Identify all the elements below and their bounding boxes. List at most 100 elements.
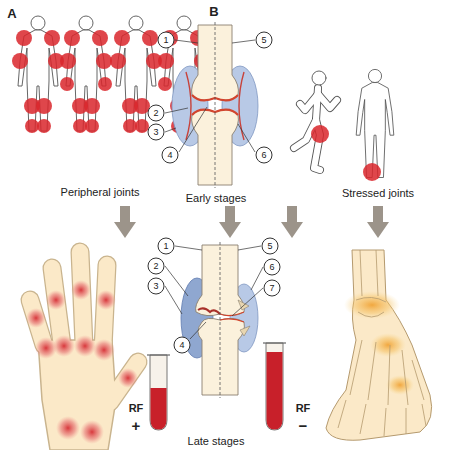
peripheral-figures-part-part: [60, 30, 112, 133]
foot-illustration-part: [326, 250, 432, 440]
callout-number: 4: [174, 337, 191, 354]
hand-illustration: [26, 252, 138, 450]
runner-figure-part: [312, 71, 326, 85]
leader-lines-part: [179, 107, 207, 152]
callout-number: 5: [262, 238, 279, 255]
block-arrows-part: [281, 206, 303, 238]
early-joint-part: [186, 72, 191, 140]
caption-text: Late stages: [188, 435, 245, 447]
foot-illustration-part-part: [338, 400, 346, 428]
callout-number: 6: [256, 147, 273, 164]
late-joint-part: [198, 308, 220, 314]
peripheral-figures-part-part-part: [123, 119, 137, 133]
hand-illustration-part: [26, 280, 138, 444]
peripheral-figures-part-part-part: [98, 77, 112, 91]
runner-figure-part-part: [318, 94, 337, 108]
hand-illustration-part-part: [93, 339, 115, 361]
hand-illustration-part-part: [46, 290, 66, 310]
test-tube-part: [151, 388, 167, 430]
runner-figure-part-part: [300, 94, 318, 110]
leader-lines-part: [238, 246, 261, 250]
foot-illustration-part-part: [386, 375, 414, 395]
hand-illustration-part-part: [96, 290, 116, 310]
test-result: +: [132, 418, 141, 435]
runner-figure-part: [294, 88, 337, 170]
callout-number: 1: [158, 32, 175, 49]
hand-illustration-part-part: [74, 335, 96, 357]
late-joint-part: [220, 319, 244, 322]
foot-illustration-part-part: [350, 340, 362, 395]
runner-figure-part: [311, 125, 329, 143]
peripheral-figures-part-part-part: [92, 30, 108, 46]
test-tube: [263, 343, 286, 430]
peripheral-figures-part-part-part: [37, 119, 51, 133]
leader-lines-part: [165, 128, 176, 132]
callout-number: 4: [162, 147, 179, 164]
foot-illustration-part-part: [388, 345, 390, 405]
test-label: RF: [129, 402, 144, 414]
leader-lines-part: [165, 286, 182, 314]
leader-lines-part: [175, 246, 202, 250]
caption-text: Stressed joints: [342, 187, 414, 199]
hand-illustration-part-part: [71, 280, 91, 300]
standing-figure-part: [356, 69, 394, 177]
peripheral-figures-part-part-part: [73, 119, 87, 133]
early-joint: [172, 22, 258, 188]
leader-lines-part: [251, 267, 263, 290]
callout-number: 2: [148, 105, 165, 122]
foot-illustration-part-part: [368, 342, 376, 400]
peripheral-figures-part-part-part: [110, 53, 126, 69]
peripheral-figures-part-part-part: [60, 77, 74, 91]
peripheral-figures-part-part-part: [158, 77, 172, 91]
caption-text: Peripheral joints: [61, 186, 140, 198]
block-arrows-part: [219, 206, 241, 238]
foot-illustration-part: [338, 250, 426, 436]
test-tube-part: [263, 342, 286, 343]
hand-illustration-part-part: [118, 368, 138, 388]
hand-illustration-part-part: [110, 362, 138, 402]
late-joint-part: [220, 242, 221, 398]
foot-illustration-part-part: [344, 291, 400, 319]
callout-number: 5: [256, 32, 273, 49]
callout-number: 2: [148, 258, 165, 275]
hand-illustration-part-part: [80, 420, 104, 444]
early-joint-part: [215, 22, 216, 188]
test-result: −: [299, 418, 308, 435]
peripheral-figures-part-part-part: [85, 119, 99, 133]
foot-illustration-part: [344, 291, 414, 395]
foot-illustration-part-part: [360, 404, 366, 434]
test-tube-part: [267, 352, 283, 430]
panel-letter: A: [7, 7, 16, 21]
peripheral-figures-part-part-part: [12, 53, 28, 69]
late-joint-part: [196, 245, 245, 316]
test-tube-part: [266, 343, 283, 430]
callout-number: 3: [148, 278, 165, 295]
panel-letter: B: [209, 5, 218, 19]
peripheral-figures-part: [60, 16, 112, 133]
foot-illustration-part-part: [376, 250, 378, 296]
peripheral-figures-part-part-part: [60, 53, 76, 69]
hand-illustration-part-part: [53, 335, 75, 357]
peripheral-figures-part-part-part: [142, 30, 158, 46]
callout-number: 3: [148, 124, 165, 141]
runner-figure: [294, 71, 337, 170]
foot-illustration-part-part: [412, 360, 424, 400]
peripheral-figures-part-part-part: [158, 53, 174, 69]
foot-illustration-part-part: [356, 297, 386, 302]
foot-illustration-part-part: [406, 408, 407, 434]
runner-figure-part: [294, 88, 337, 170]
leader-lines-part: [238, 124, 255, 152]
leader-lines-part: [190, 322, 206, 339]
foot-illustration-part-part: [422, 404, 426, 426]
test-tube-part: [150, 355, 167, 430]
standing-figure-part: [363, 163, 381, 181]
block-arrows-part: [114, 206, 136, 238]
late-joint: [181, 242, 258, 398]
callout-number: 1: [158, 238, 175, 255]
hand-illustration-part-part: [26, 308, 46, 328]
foot-illustration-part-part: [384, 408, 386, 436]
test-label: RF: [296, 402, 311, 414]
standing-figure-part-part: [356, 69, 394, 177]
peripheral-figures-part-part-part: [84, 98, 100, 114]
